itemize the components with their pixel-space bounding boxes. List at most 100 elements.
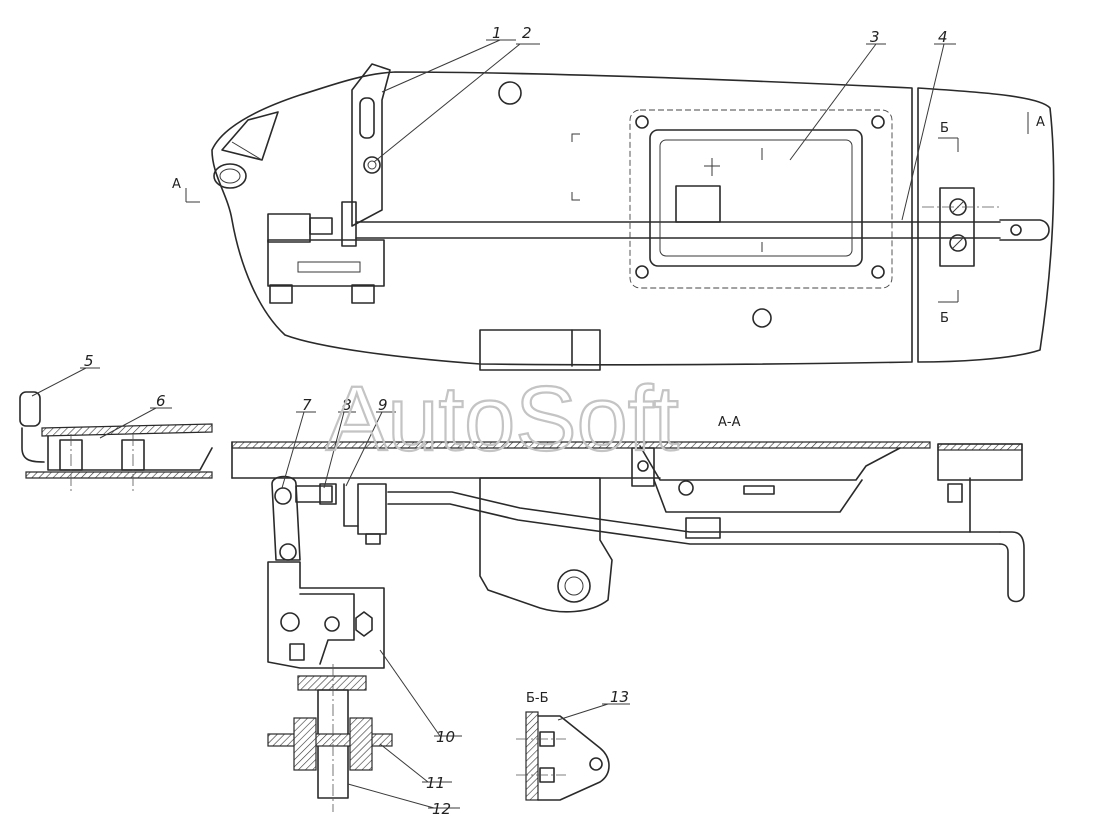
- cover-3: [649, 129, 863, 267]
- bracket-bolt-left: [269, 284, 293, 304]
- bb-plate: [525, 711, 539, 801]
- pivot-bolt-2: [363, 156, 381, 174]
- callout-5: 5: [84, 352, 94, 370]
- rod-end-hole: [1010, 224, 1022, 236]
- bottom-hole: [752, 308, 772, 328]
- section-mark-b-top: Б: [940, 121, 949, 136]
- callout-11: 11: [426, 774, 445, 792]
- section-title-bb: Б-Б: [526, 691, 549, 706]
- link-block: [267, 213, 311, 243]
- rod-end: [999, 219, 1050, 241]
- right-bolt: [947, 483, 963, 503]
- flange-11-right: [349, 717, 373, 771]
- lower-housing-hole: [557, 569, 591, 603]
- labels: 1 2 3 4 5 6 7 8 9 10 11 12 13 А А Б Б А-…: [84, 24, 1045, 818]
- bracket-13: [537, 715, 610, 801]
- shaft-collar: [297, 675, 367, 691]
- lever-mount: [341, 201, 357, 247]
- bracket-13-hole: [589, 757, 603, 771]
- leader-9: [345, 411, 383, 487]
- leader-lines: [31, 39, 956, 809]
- housing-10-pin: [280, 612, 300, 632]
- lever-slot: [359, 97, 375, 139]
- callout-7: 7: [302, 396, 312, 414]
- leader-10: [379, 649, 441, 737]
- housing-10-nut: [355, 611, 373, 637]
- section-aa-view: [231, 329, 1025, 812]
- section-mark-a-right: А: [1036, 115, 1045, 130]
- lever-7-bottom-pin: [279, 543, 297, 561]
- cover-bolt-br: [871, 265, 885, 279]
- ear-slot-line: [231, 141, 263, 161]
- pin-5: [19, 391, 41, 427]
- callout-1: 1: [492, 24, 502, 42]
- pan-profile: [639, 445, 901, 481]
- leader-6: [99, 407, 157, 439]
- bracket-9-foot: [365, 533, 381, 545]
- pan-clamp-bolt: [637, 460, 649, 472]
- section-bb-view: [516, 711, 610, 801]
- bracket-bolt-right: [351, 284, 375, 304]
- cover-bolt-tr: [871, 115, 885, 129]
- cover-bolt-tl: [635, 115, 649, 129]
- lower-housing-hole-inner: [564, 576, 584, 596]
- leader-2: [373, 43, 521, 163]
- leader-12: [347, 783, 435, 809]
- bracket-rib: [297, 261, 361, 273]
- bracket-9: [357, 483, 387, 535]
- cover-bolt-bl: [635, 265, 649, 279]
- mount-block-top: [479, 329, 601, 371]
- callout-6: 6: [156, 392, 166, 410]
- leader-7: [281, 411, 305, 489]
- callout-9: 9: [378, 396, 388, 414]
- flange-11: [267, 733, 393, 747]
- leader-3: [789, 43, 877, 161]
- callout-10: 10: [436, 728, 455, 746]
- plate-6-box: [47, 435, 213, 471]
- housing-10-center: [324, 616, 340, 632]
- link-clip: [309, 217, 333, 235]
- link-8-nut: [319, 483, 337, 505]
- flange-11-left: [293, 717, 317, 771]
- callout-2: 2: [522, 24, 532, 42]
- section-title-aa: А-А: [718, 415, 741, 430]
- left-ear: [221, 111, 279, 161]
- ear-hole: [213, 163, 247, 189]
- right-panel: [917, 87, 1055, 363]
- section-mark-a-left: А: [172, 177, 181, 192]
- pan-inner: [653, 479, 863, 513]
- pan-bolt: [678, 480, 694, 496]
- pan-slot: [743, 485, 775, 495]
- plate-6-top: [41, 423, 213, 437]
- side-rod-bottom: [387, 503, 1001, 545]
- callout-3: 3: [870, 28, 880, 46]
- lever-7-top-pin: [274, 487, 292, 505]
- housing-10-inner: [299, 593, 355, 665]
- callout-8: 8: [342, 396, 352, 414]
- bolt-lower: [949, 234, 967, 252]
- leader-5: [31, 367, 87, 397]
- rod-hook: [999, 531, 1025, 603]
- pivot-bolt-inner: [367, 160, 377, 170]
- callout-12: 12: [432, 800, 451, 818]
- lower-housing: [479, 477, 613, 613]
- pan-clamp: [631, 447, 655, 487]
- cover-inner: [659, 139, 853, 257]
- pin-5-bend: [21, 427, 45, 463]
- rod-clamp: [685, 517, 721, 539]
- housing-outline: [211, 71, 913, 366]
- section-mark-b-bottom: Б: [940, 311, 949, 326]
- floor-plate-right: [937, 443, 1023, 451]
- detail-5-6: [19, 391, 213, 494]
- top-view: [185, 63, 1055, 366]
- lower-bracket: [267, 239, 385, 287]
- watermark: AutoSoft: [326, 368, 679, 470]
- link-8: [295, 485, 333, 503]
- callout-4: 4: [938, 28, 948, 46]
- leader-11: [379, 743, 429, 783]
- side-rod-top: [387, 491, 1001, 533]
- right-block: [937, 443, 1023, 481]
- corner-mark-tl: [571, 133, 580, 142]
- leader-1: [381, 39, 501, 93]
